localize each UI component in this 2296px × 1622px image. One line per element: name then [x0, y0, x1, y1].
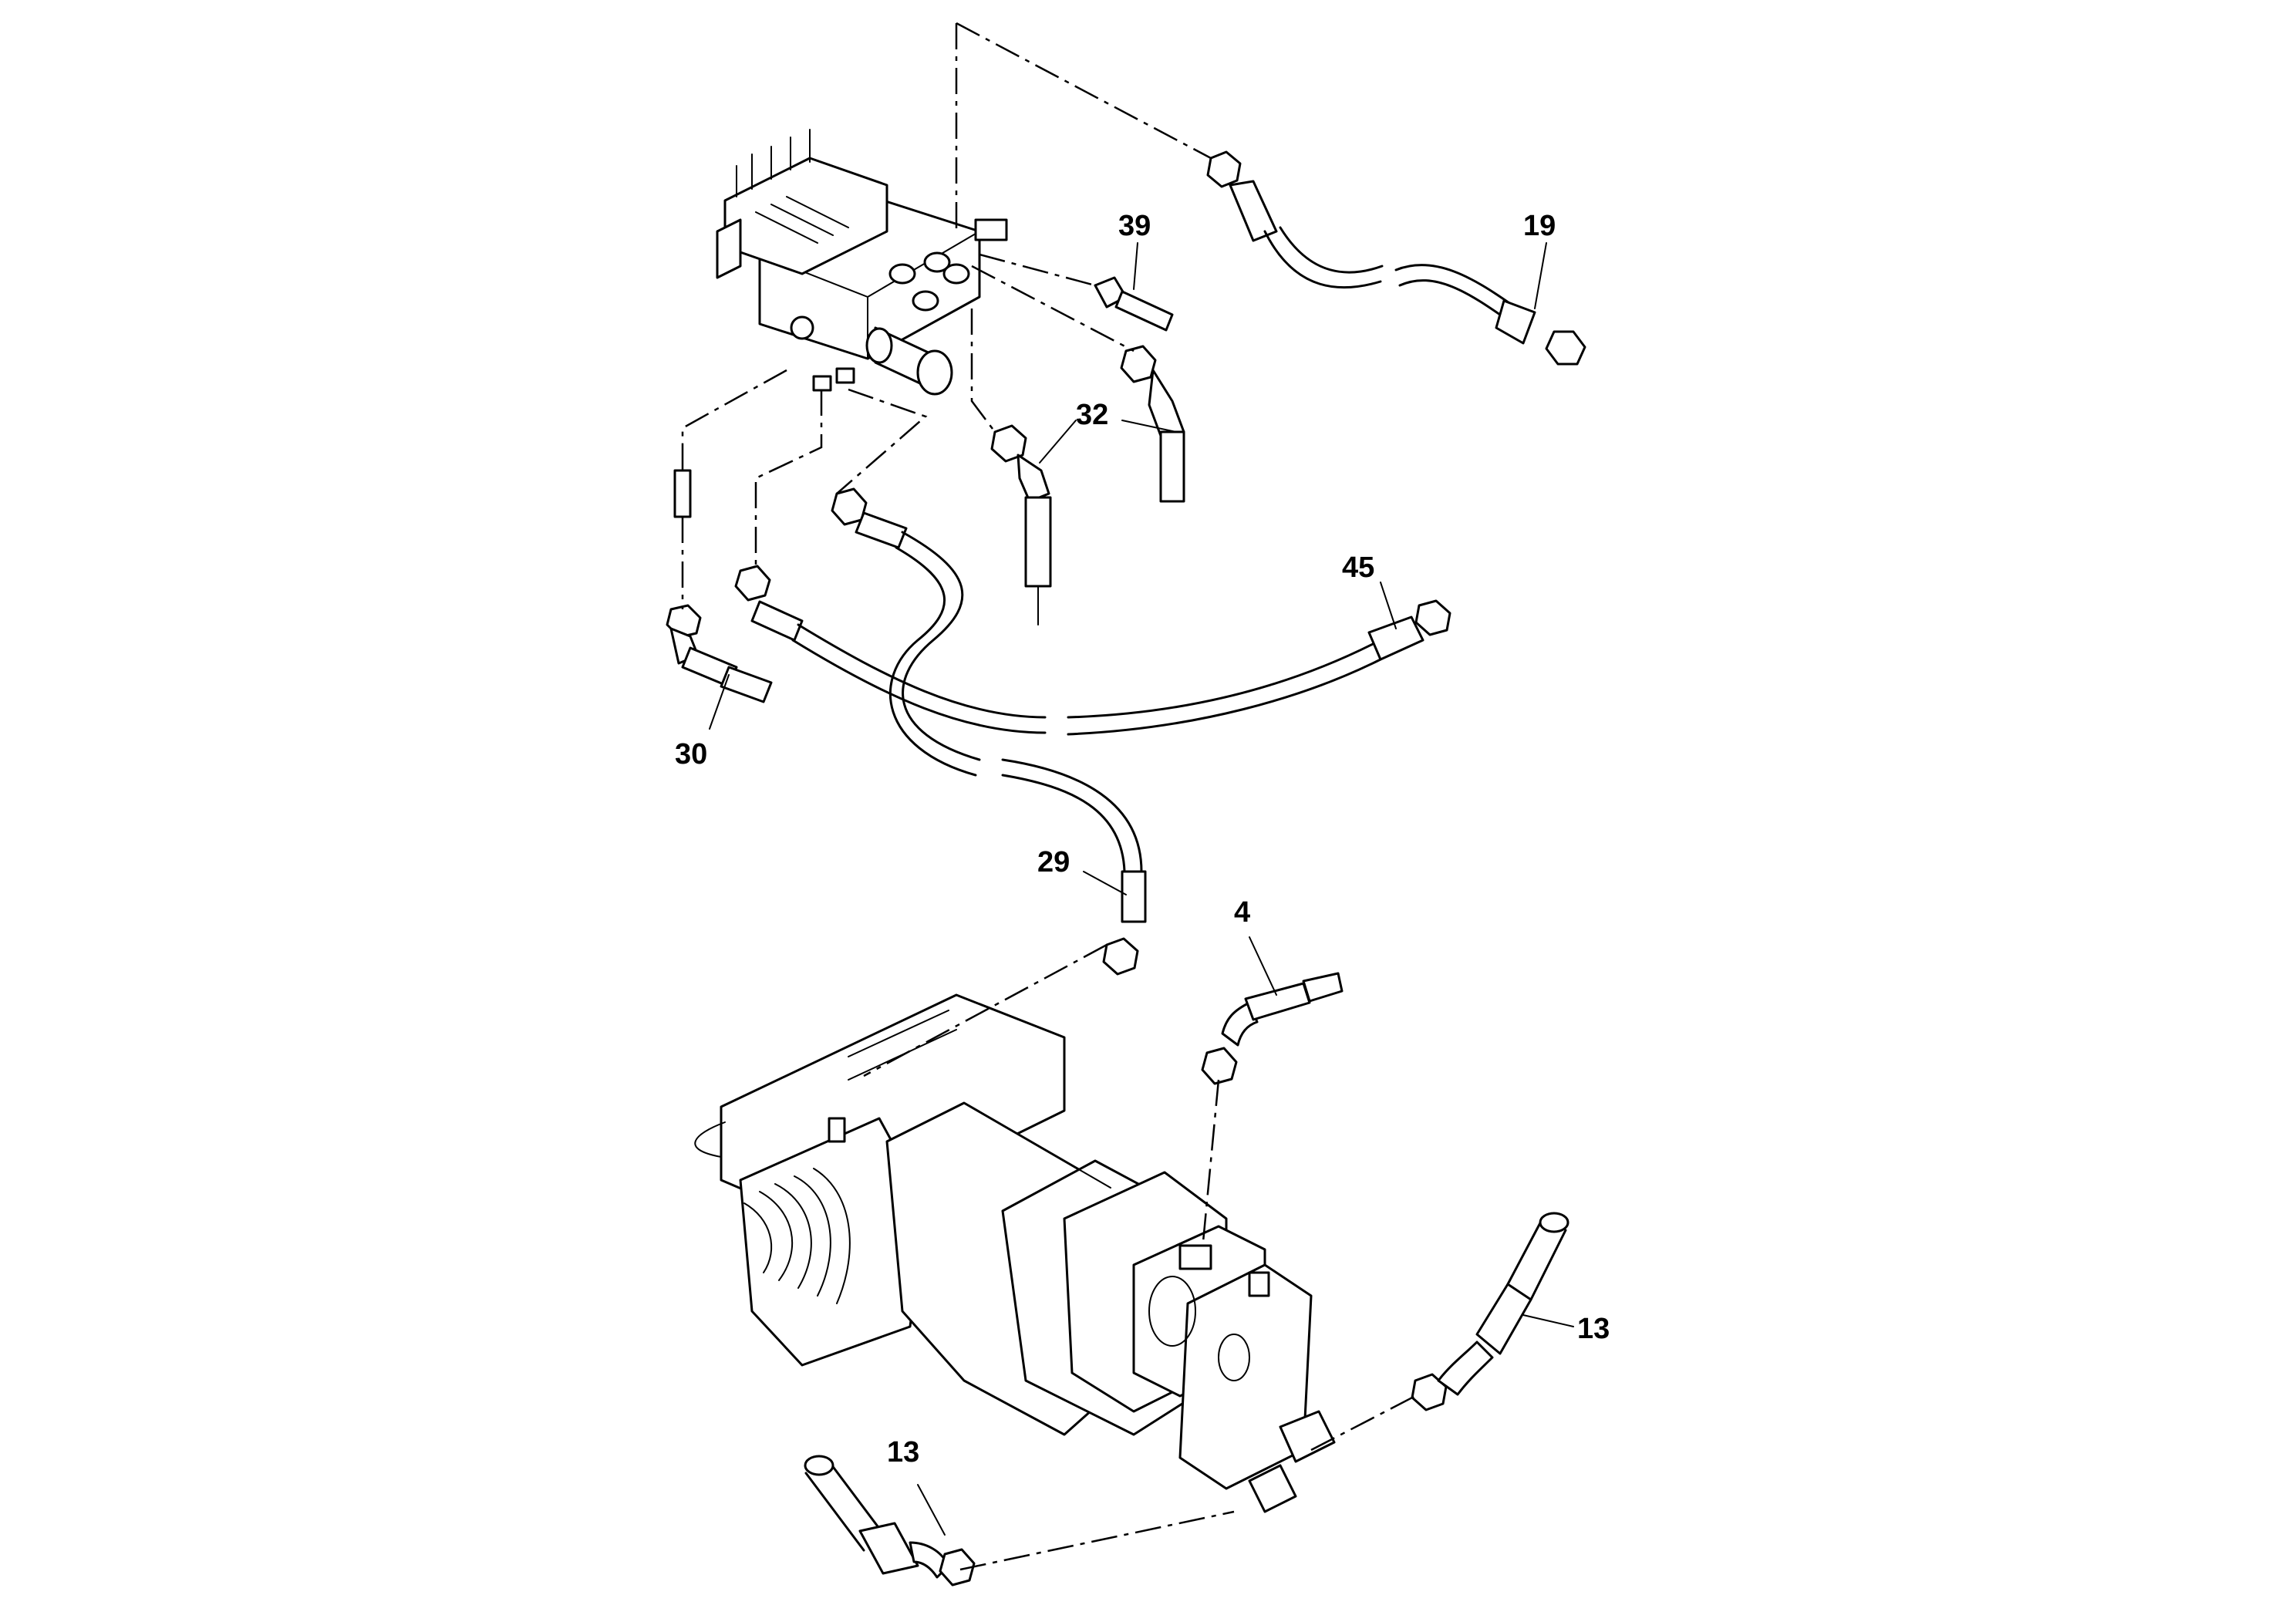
callout-labels: 19 39 32 45 30 29 4 13 13 [675, 210, 1610, 1469]
connection-lines [681, 22, 1416, 1571]
hose-32-left [990, 424, 1052, 626]
callout-19: 19 [1523, 210, 1556, 242]
leader-lines [709, 242, 1574, 1536]
callout-13-left: 13 [887, 1436, 919, 1469]
callout-45: 45 [1342, 551, 1374, 584]
callout-13-right: 13 [1577, 1313, 1610, 1345]
hose-13-right [1411, 1212, 1569, 1411]
fitting-39 [1094, 276, 1174, 332]
callout-32: 32 [1076, 399, 1108, 431]
hose-30 [666, 469, 773, 703]
hose-13-left [804, 1455, 976, 1587]
hose-32-right [1120, 345, 1185, 503]
transmission-pump-assembly [694, 993, 1336, 1513]
callout-30: 30 [675, 738, 707, 771]
hose-29 [831, 487, 1147, 976]
hose-4 [1201, 972, 1344, 1085]
hose-19 [1206, 150, 1586, 366]
control-valve-block [716, 129, 1008, 396]
hose-45 [734, 565, 1451, 736]
callout-29: 29 [1037, 846, 1070, 878]
callout-4: 4 [1234, 896, 1250, 929]
callout-39: 39 [1118, 210, 1151, 242]
